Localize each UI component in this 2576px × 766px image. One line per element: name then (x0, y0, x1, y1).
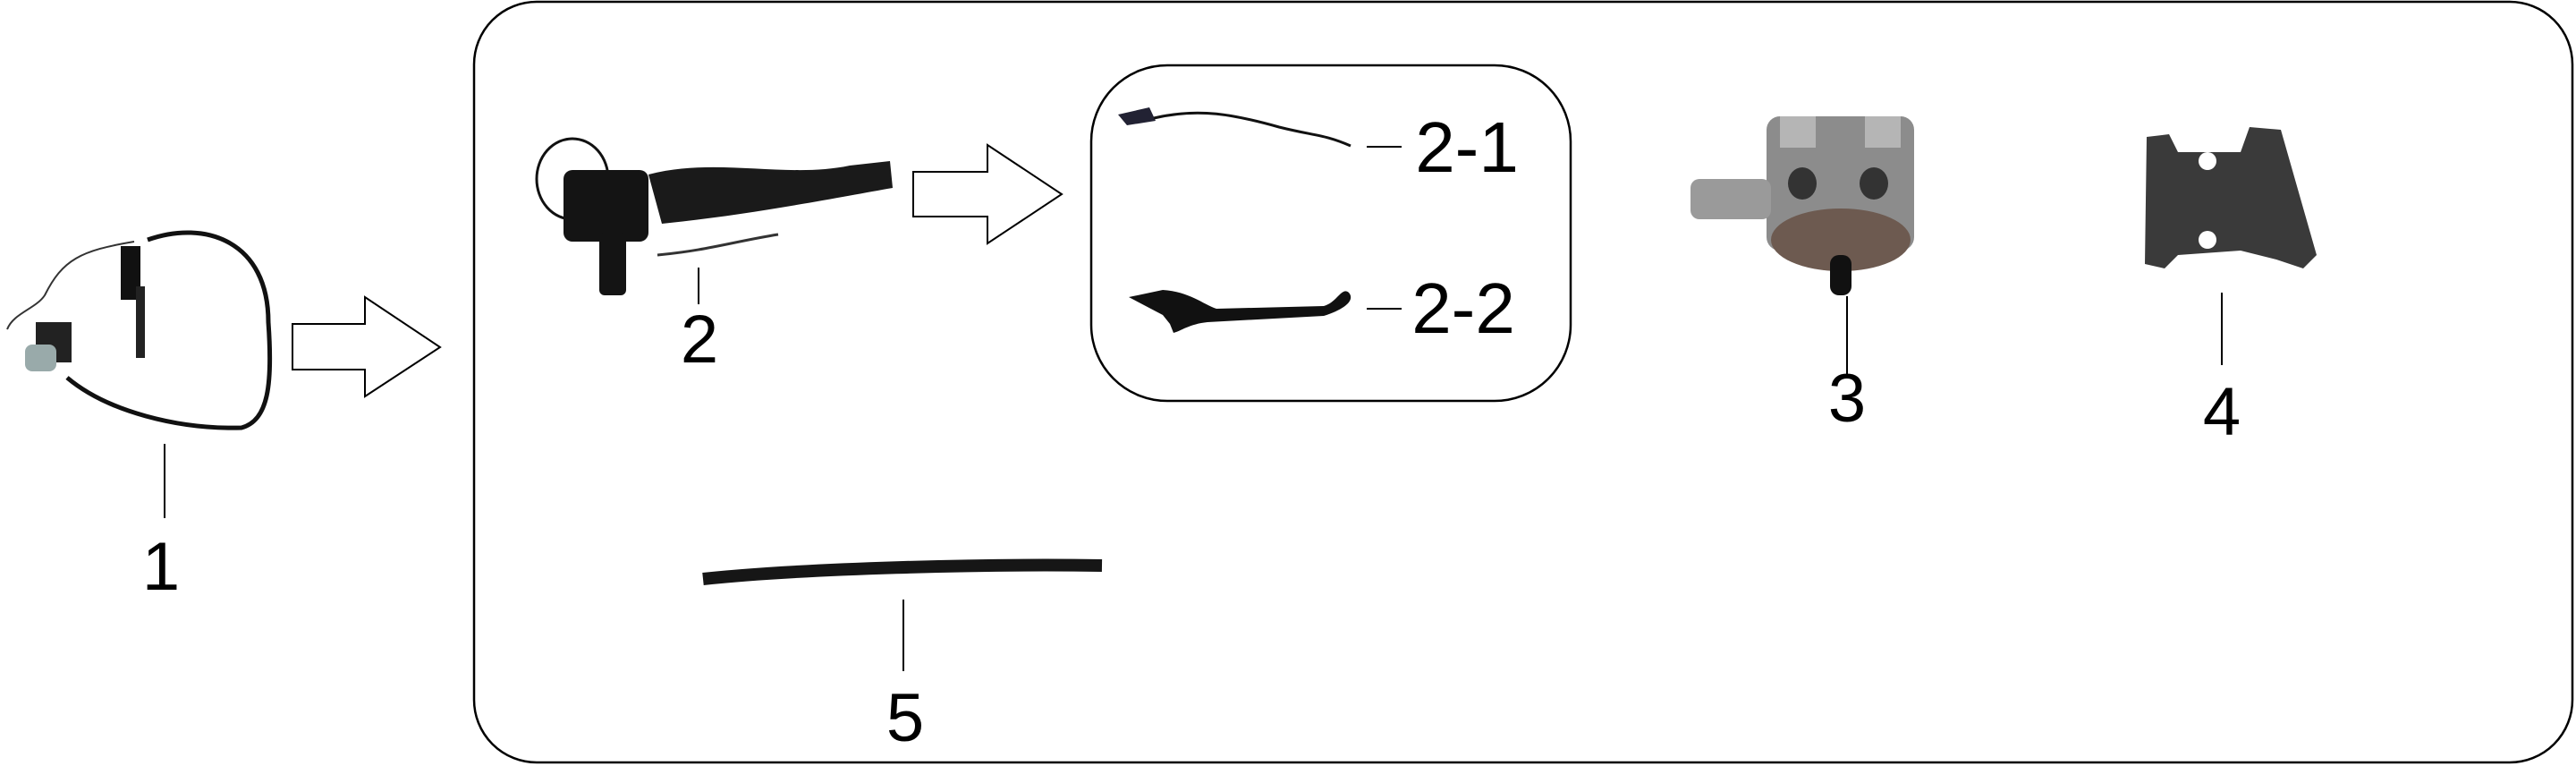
part-2-image (535, 137, 893, 295)
part-label-4: 4 (2202, 374, 2241, 450)
part-label-5: 5 (886, 680, 925, 756)
part-4-image (2145, 127, 2317, 268)
part-5-image (702, 558, 1103, 585)
part-3-image (1690, 116, 1914, 295)
sub-group-box (1089, 64, 1572, 403)
arrow-right-icon (912, 143, 1063, 245)
part-2-2-image (1129, 290, 1352, 333)
part-2-1-image (1118, 107, 1352, 148)
leader-lines (164, 146, 2223, 671)
part-label-2-1: 2-1 (1415, 107, 1519, 187)
part-label-2-2: 2-2 (1411, 268, 1515, 348)
group-box (472, 0, 2574, 764)
part-label-1: 1 (141, 529, 181, 605)
part-label-3: 3 (1827, 361, 1867, 437)
part-1-image (6, 230, 273, 430)
part-label-2: 2 (680, 302, 719, 378)
arrow-right-icon (292, 295, 442, 398)
